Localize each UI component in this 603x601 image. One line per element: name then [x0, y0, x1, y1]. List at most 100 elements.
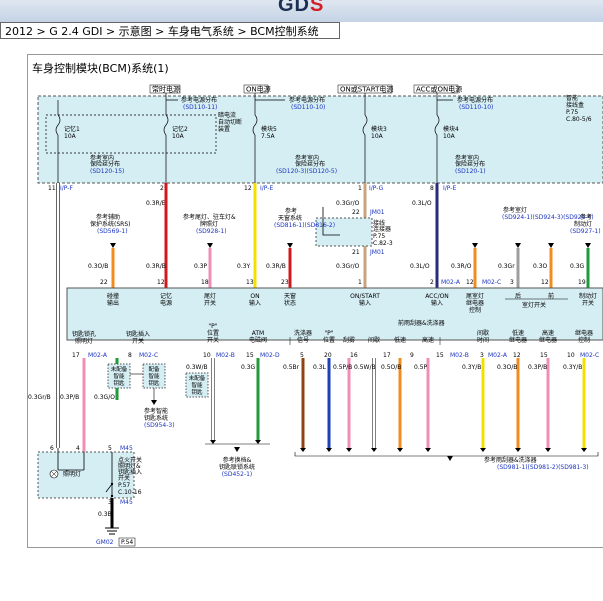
bcm-b-highrelay-2: 继电器	[539, 336, 557, 344]
m45-label-1: 点火开关	[118, 456, 142, 464]
opt1-l3: 钥匙	[113, 379, 125, 387]
bcm-bot-pin-5: 5	[300, 352, 304, 359]
bcm-bot-pin-14: 10	[567, 352, 575, 359]
fuse-module5-rating: 7.5A	[261, 133, 276, 140]
conn-top-5-pin: 8	[430, 185, 434, 192]
opt2-l1: 配备	[148, 365, 160, 373]
ground-wire: 0.3B	[98, 511, 112, 518]
bcm-label-trunk-2: 继电器	[466, 299, 484, 307]
bcm-b-low: 低速	[394, 336, 406, 344]
wire-label-b3: 0.3W/B	[186, 364, 208, 371]
wire-label-b10: 0.5P	[414, 364, 428, 371]
wiper-ref-1: 参考雨刮器&洗涤器	[484, 456, 537, 464]
gnd-ref-3-c: (SD120-1)	[455, 168, 486, 175]
breadcrumb[interactable]: 2012 > G 2.4 GDI > 示意图 > 车身电气系统 > BCM控制系…	[0, 22, 340, 39]
ref-brake-2: 制动灯	[574, 220, 592, 228]
m45-pin-5: 5	[108, 445, 112, 452]
fuse-memory1-rating: 10A	[64, 133, 77, 140]
power-ref-1-text: 参考电源分布	[181, 96, 217, 104]
bcm-top-wire-8: 0.3R/O	[451, 263, 472, 270]
bcm-label-tail-1: 尾灯	[204, 292, 216, 300]
gnd-ref-3-b: 保险丝分布	[455, 160, 485, 168]
smart-junction-block	[37, 95, 603, 184]
jm01-note-2: 连接器	[373, 225, 391, 233]
fuse-memory1-name: 记忆1	[64, 125, 80, 133]
conn-top-3-name: I/P-E	[260, 185, 273, 192]
gnd-ref-3-a: 参考室内	[455, 154, 479, 162]
conn-top-1-pin: 11	[48, 185, 56, 192]
bcm-b-inttime-2: 时间	[477, 336, 489, 344]
bcm-b-wp-2: 位置	[323, 336, 335, 344]
wire-label-b12: 0.3O/B	[497, 364, 517, 371]
bcm-bot-pin-1: 17	[72, 352, 80, 359]
bcm-module-block	[66, 287, 603, 341]
bcm-top-wire-10: 0.3O	[533, 263, 548, 270]
shift-ref-3: (SD452-1)	[222, 471, 253, 478]
header-on-power: ON电源	[246, 85, 271, 94]
bcm-b-relayctl-2: 控制	[578, 336, 590, 344]
bcm-top-pin-11: 19	[578, 279, 586, 286]
m45-pin-4: 4	[76, 445, 80, 452]
bcm-label-mem-1: 记忆	[160, 292, 172, 300]
option-box-1	[107, 363, 131, 389]
bcm-label-crash-1: 碰撞	[107, 292, 119, 300]
conn-top-4-name: I/P-G	[369, 185, 384, 192]
bcm-b-highrelay-1: 高速	[542, 329, 554, 337]
gnd-ref-1-b: 保险丝分布	[90, 160, 120, 168]
bcm-b-lowrelay-1: 低速	[512, 329, 524, 337]
power-ref-1-code: (SD110-11)	[183, 104, 217, 111]
bcm-top-pin-4: 13	[246, 279, 254, 286]
bcm-top-wire-1: 0.3O/B	[88, 263, 108, 270]
bcm-b-inttime-1: 间歇	[477, 329, 489, 337]
ref-room-3: (SD924-1)(SD924-3)(SD924-4)	[502, 214, 594, 221]
conn-top-2-pin: 2	[160, 185, 164, 192]
bcm-label-on-2: 输入	[249, 299, 261, 307]
m45-label-3: 钥匙插入	[118, 468, 142, 476]
wire-label-b11: 0.3Y/B	[462, 364, 481, 371]
shift-ref-2: 钥匙联锁系统	[219, 463, 255, 471]
bcm-bot-conn-11: M02-A	[488, 352, 508, 359]
gnd-ref-1-a: 参考室内	[90, 154, 114, 162]
bcm-label-roomlamp: 室灯开关	[522, 301, 546, 309]
bcm-b-atm-1: ATM	[252, 330, 264, 337]
bcm-label-acc-1: ACC/ON	[425, 293, 449, 300]
opt3-l1: 未配备	[189, 374, 206, 382]
opt3-l3: 钥匙	[191, 388, 203, 396]
power-ref-3-code: (SD110-10)	[459, 104, 493, 111]
bcm-bot-pin-13: 15	[540, 352, 548, 359]
bcm-label-brake-2: 开关	[582, 299, 594, 307]
bcm-bot-pin-4: 15	[246, 352, 254, 359]
jm01-label: JM01	[369, 209, 385, 216]
wire-label-leftwhite: 0.3Gr/B	[28, 394, 51, 401]
bcm-label-front: 前	[548, 292, 554, 300]
ref-room-1: 参考室灯	[503, 206, 527, 214]
gnd-ref-2-b: 保险丝分布	[295, 160, 325, 168]
ref-srs-1: 参考辅助	[96, 213, 120, 221]
fuse-module4-rating: 10A	[443, 133, 456, 140]
bcm-top-wire-2: 0.3R/B	[146, 263, 166, 270]
bcm-b-high: 高速	[422, 336, 434, 344]
diagram-title: 车身控制模块(BCM)系统(1)	[32, 62, 169, 75]
opt1-l2: 智能	[113, 372, 125, 380]
ground-icon	[105, 527, 119, 535]
smartkey-ref-3: (SD954-3)	[144, 422, 175, 429]
m45-label-2: 照明灯&	[118, 462, 141, 470]
bcm-top-pin-8: 12	[466, 279, 474, 286]
fuse-module3-rating: 10A	[371, 133, 384, 140]
bcm-top-wire-6: 0.3Gr/O	[336, 263, 360, 270]
bcm-label-onstart-2: 输入	[359, 299, 371, 307]
wire-top-blue: 0.3L/O	[412, 200, 432, 207]
bcm-b-washer-1: 洗涤器	[294, 329, 312, 337]
ref-brake-1: 参考	[580, 213, 592, 221]
gnd-ref-1-c: (SD120-15)	[90, 168, 124, 175]
wire-label-b2: 0.3G/O	[94, 394, 115, 401]
smartkey-ref-2: 钥匙系统	[144, 414, 168, 422]
bcm-b-mist: 刮雾	[343, 336, 355, 344]
bcm-label-on-1: ON	[250, 293, 259, 300]
ref-brake-3: (SD927-1)	[570, 228, 601, 235]
bcm-label-brake-1: 制动灯	[579, 292, 597, 300]
conn-top-5-name: I/P-E	[443, 185, 456, 192]
opt2-l2: 智能	[148, 372, 160, 380]
brand-logo: GDS	[278, 0, 325, 16]
